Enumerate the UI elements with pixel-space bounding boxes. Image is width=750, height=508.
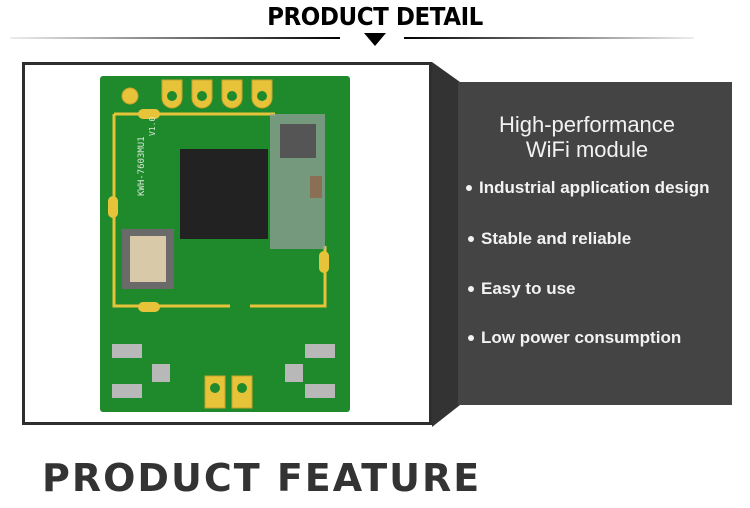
section-title: PRODUCT FEATURE xyxy=(42,456,482,500)
feature-panel-title: High-performance WiFi module xyxy=(458,112,716,162)
bullet-icon xyxy=(468,286,474,292)
divider-right xyxy=(404,37,694,39)
feature-label: Low power consumption xyxy=(481,328,682,347)
bullet-icon xyxy=(466,185,472,191)
svg-text:V1.0: V1.0 xyxy=(148,117,157,136)
feature-label: Industrial application design xyxy=(479,178,710,197)
pcb-module-image: KWH-7603MU1 V1.0 xyxy=(100,76,350,412)
feature-panel-side xyxy=(432,62,460,427)
feature-panel: High-performance WiFi module Industrial … xyxy=(458,82,732,405)
feature-item: Low power consumption xyxy=(468,328,681,348)
title-line-2: WiFi module xyxy=(525,137,649,162)
feature-item: Easy to use xyxy=(468,279,576,299)
bullet-icon xyxy=(468,236,474,242)
divider-left xyxy=(10,37,340,39)
triangle-down-icon xyxy=(364,33,386,46)
svg-text:KWH-7603MU1: KWH-7603MU1 xyxy=(137,136,147,196)
feature-item: Industrial application design xyxy=(466,178,709,198)
bullet-icon xyxy=(468,335,474,341)
title-line-1: High-performance xyxy=(498,112,676,137)
feature-label: Easy to use xyxy=(481,279,576,298)
feature-label: Stable and reliable xyxy=(481,229,632,248)
page-title: PRODUCT DETAIL xyxy=(267,2,483,31)
feature-item: Stable and reliable xyxy=(468,229,631,249)
